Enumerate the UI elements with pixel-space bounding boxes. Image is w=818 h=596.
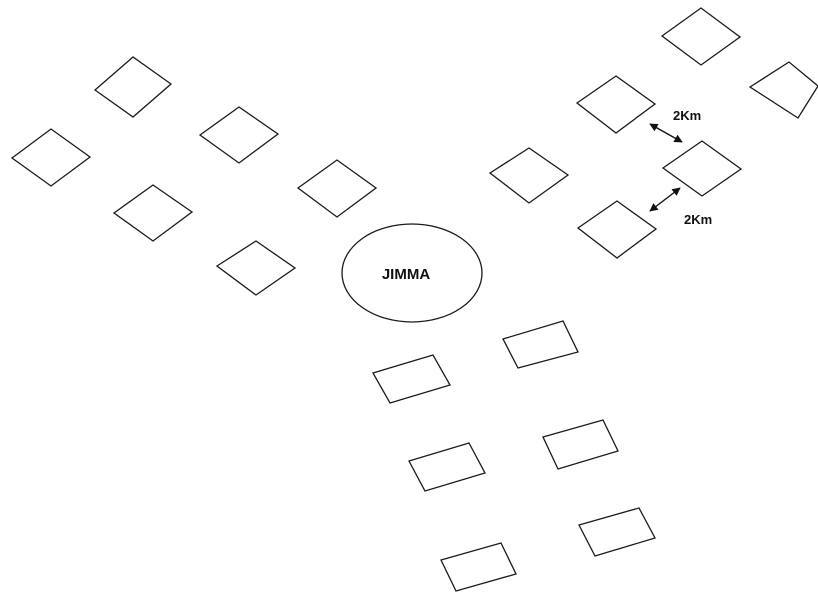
jimma-town-circle	[341, 223, 483, 323]
plot-ne-6	[576, 200, 658, 259]
distance-label-lower: 2Km	[684, 212, 712, 227]
distance-arrow-upper	[649, 123, 683, 143]
plot-s-5	[440, 542, 517, 592]
jimma-label: JIMMA	[382, 266, 431, 283]
plot-s-6	[578, 507, 656, 557]
plot-s-3	[408, 442, 486, 492]
distance-arrow-lower	[649, 187, 681, 212]
plot-nw-6	[215, 240, 297, 296]
plot-nw-4	[112, 184, 194, 242]
plot-nw-5	[296, 159, 378, 218]
plot-nw-3	[198, 106, 280, 164]
plot-ne-4	[661, 140, 743, 197]
plot-ne-5	[488, 147, 570, 204]
plot-ne-3	[575, 75, 657, 134]
plot-s-2	[502, 320, 579, 369]
plot-ne-2	[748, 61, 818, 119]
plot-ne-1	[660, 7, 742, 66]
plot-s-1	[372, 354, 451, 404]
plot-nw-2	[10, 128, 92, 187]
distance-label-upper: 2Km	[673, 108, 701, 123]
plot-s-4	[542, 419, 619, 470]
plot-nw-1	[93, 56, 173, 118]
